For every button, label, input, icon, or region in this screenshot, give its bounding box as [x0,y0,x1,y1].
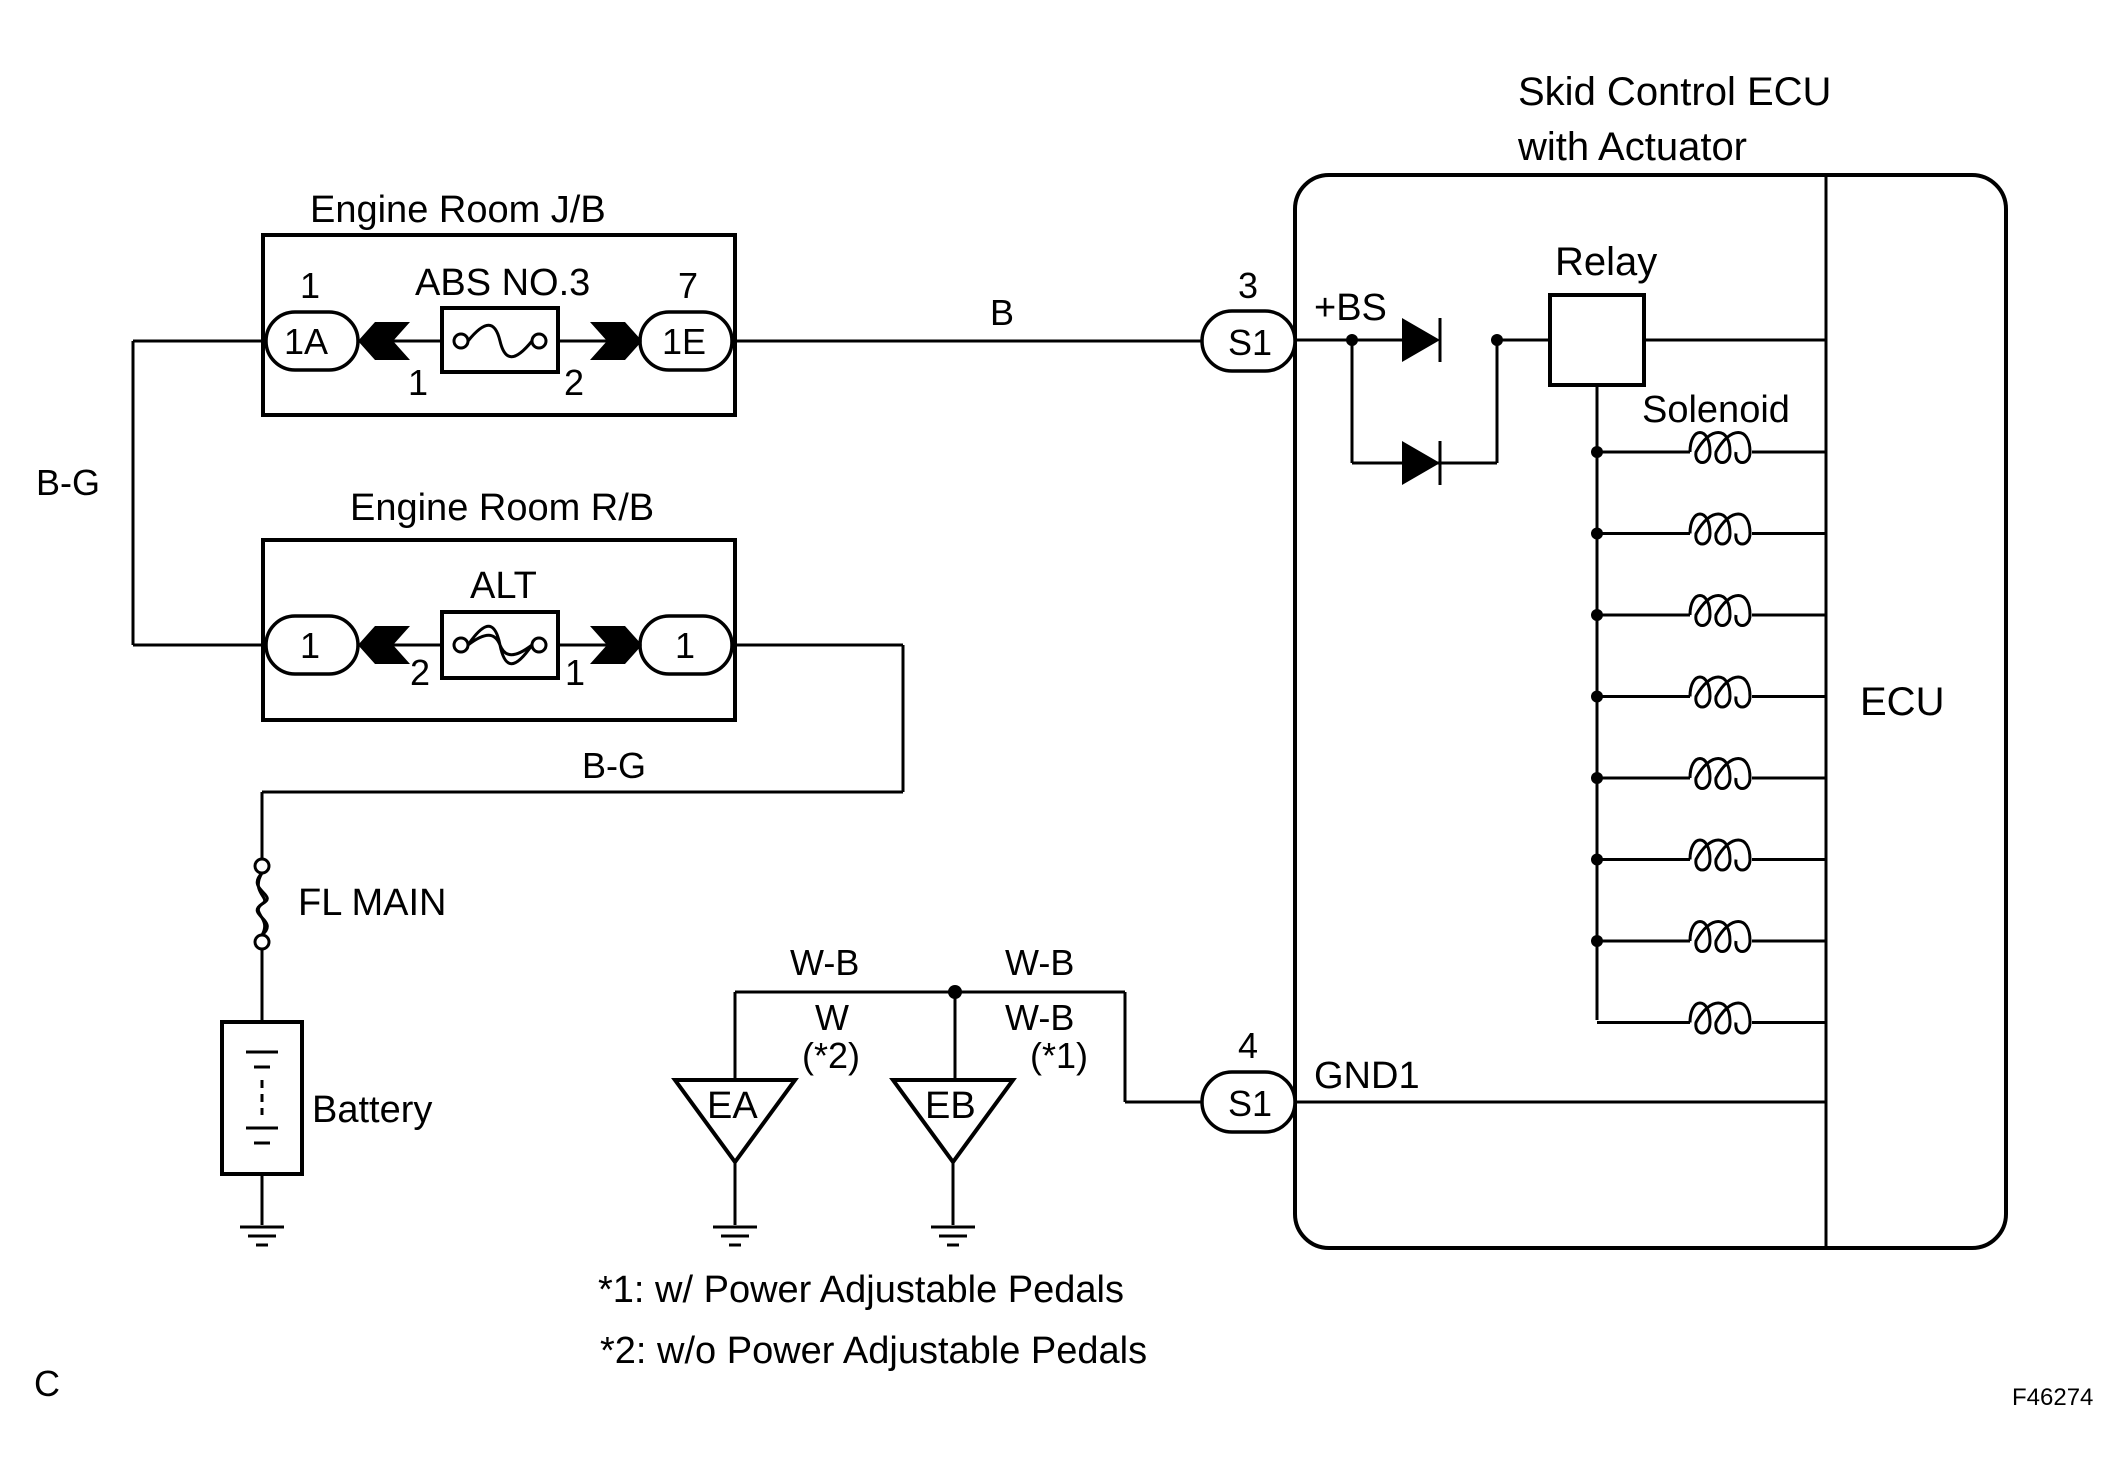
abs-fuse-pin-right: 2 [564,362,584,403]
wire-wb-alt-label: W-B [1005,997,1074,1038]
wire-wb-eb-label: W-B [1005,942,1074,983]
relay-label: Relay [1555,240,1657,284]
battery-icon [246,1050,278,1145]
ground-ea-triangle [671,1078,799,1166]
solenoid-label: Solenoid [1642,389,1790,431]
ecu-title-line1: Skid Control ECU [1518,70,1831,114]
diode-pair [1295,318,1550,485]
s1-top-connector [1200,309,1297,373]
diode-lower-icon [1402,441,1440,485]
alt-fuse-box [440,610,560,680]
fl-main-label: FL MAIN [298,882,447,924]
jb-box [261,233,737,417]
gnd1-label: GND1 [1314,1055,1420,1097]
wire-w-note: (*2) [802,1035,860,1076]
solenoid-coil-icon [1591,512,1826,546]
jb-title: Engine Room J/B [310,189,606,231]
abs-fuse-label: ABS NO.3 [415,262,590,304]
solenoid-coil-icon [1591,675,1826,709]
rb-left-connector-label: 1 [300,625,320,666]
jb-right-terminal-icon [590,322,642,360]
solenoid-group [1591,431,1826,1035]
rb-left-terminal-icon [358,626,410,664]
abs-fuse-icon [466,323,534,359]
abs-fuse-pin-left: 1 [408,362,428,403]
solenoid-coil-icon [1591,920,1826,953]
wire-wb-alt-note: (*1) [1030,1035,1088,1076]
relay-box [1548,293,1646,387]
figure-id: F46274 [2012,1384,2093,1411]
rb-box [261,538,737,722]
alt-fuse-icon [466,624,534,666]
ground-ea-label: EA [707,1085,758,1127]
plus-bs-label: +BS [1314,287,1387,329]
corner-label: C [34,1363,60,1404]
rb-right-terminal-icon [590,626,642,664]
solenoid-coil-icon [1591,838,1826,872]
solenoid-coil-icon [1597,1001,1826,1035]
rb-title: Engine Room R/B [350,487,654,529]
wire-b-label: B [990,292,1014,333]
jb-left-pin: 1 [300,265,320,306]
note-1: *1: w/ Power Adjustable Pedals [598,1269,1124,1311]
battery-label: Battery [312,1089,432,1131]
solenoid-coil-icon [1591,431,1826,464]
s1-bottom-connector-label: S1 [1228,1083,1272,1124]
ground-eb-label: EB [925,1085,976,1127]
fl-main-fusible-link [253,857,271,951]
ground-eb-icon [931,1225,975,1247]
jb-right-connector-label: 1E [662,321,706,362]
alt-fuse-pin-right: 1 [565,652,585,693]
jb-left-terminal-icon [358,322,410,360]
s1-top-connector-label: S1 [1228,322,1272,363]
solenoid-coil-icon [1591,594,1826,627]
alt-fuse-pin-left: 2 [410,652,430,693]
jb-left-connector-label: 1A [284,321,328,362]
wire-w-label: W [815,997,849,1038]
ecu-actuator-box [1293,173,2008,1250]
ecu-label: ECU [1860,680,1944,724]
alt-fuse-label: ALT [470,565,537,607]
note-2: *2: w/o Power Adjustable Pedals [600,1330,1147,1372]
rb-right-connector-label: 1 [675,625,695,666]
battery-ground-icon [240,1225,284,1247]
wire-wb-ea-label: W-B [790,942,859,983]
wire-bg-bottom-label: B-G [582,745,646,786]
ground-eb-triangle [889,1078,1017,1166]
wire-bg-left-label: B-G [36,462,100,503]
ground-ea-icon [713,1225,757,1247]
s1-bottom-connector [1200,1070,1297,1134]
abs-fuse-box [440,306,560,374]
diode-upper-icon [1402,318,1440,362]
solenoid-coil-icon [1591,757,1826,790]
ecu-title-line2: with Actuator [1517,125,1747,169]
s1-bottom-pin: 4 [1238,1025,1258,1066]
jb-right-pin: 7 [678,265,698,306]
s1-top-pin: 3 [1238,265,1258,306]
